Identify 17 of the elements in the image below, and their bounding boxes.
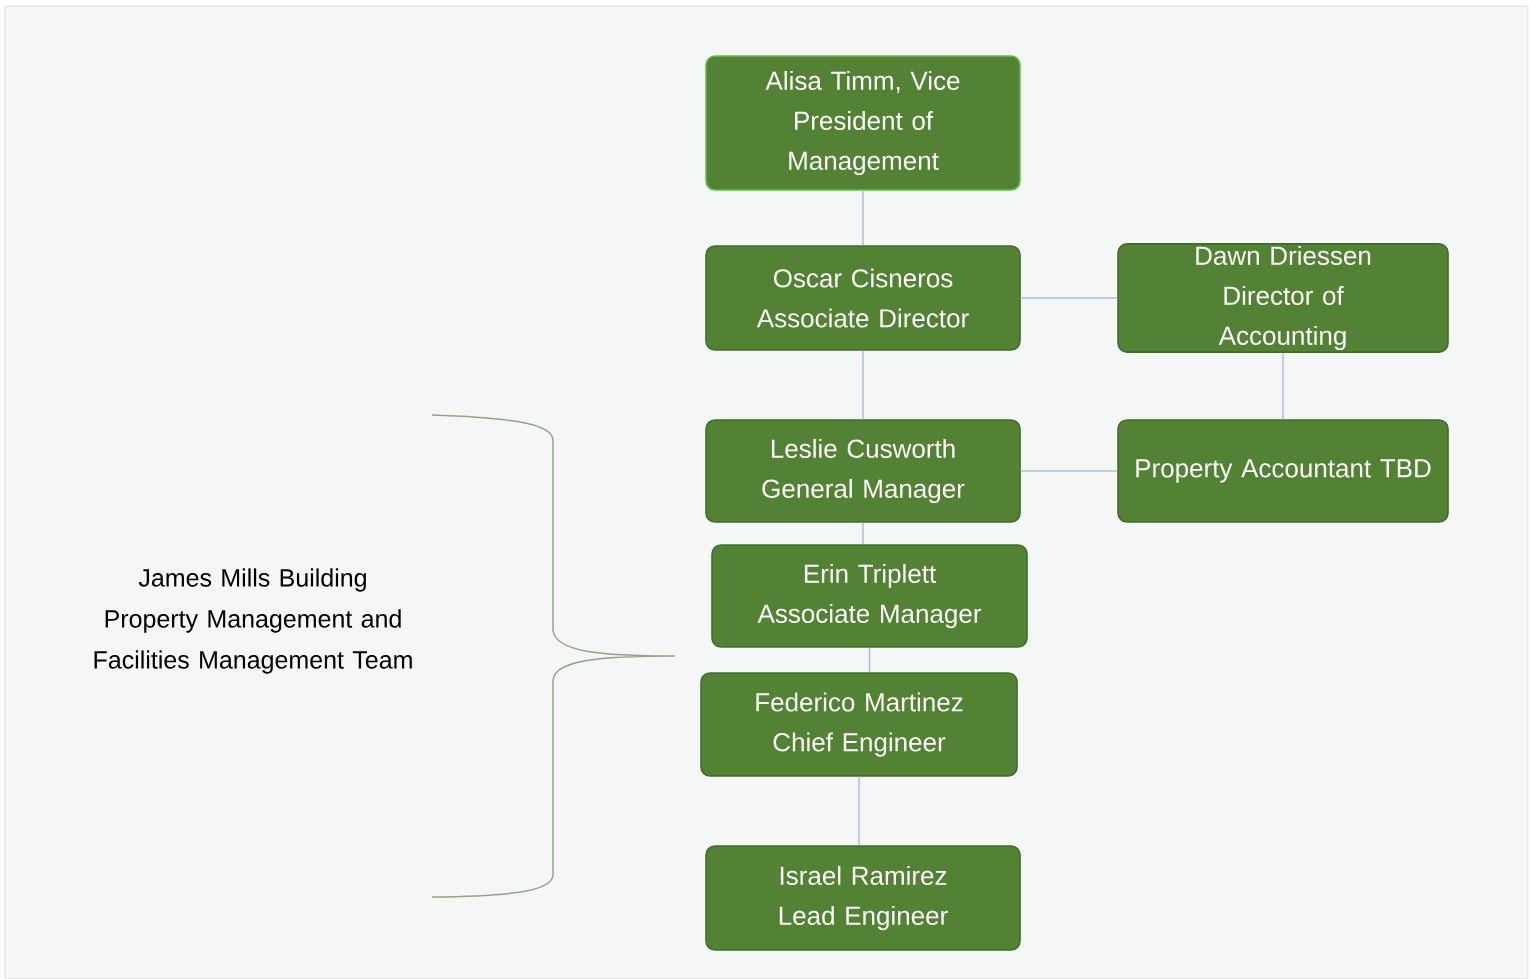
connector-line [862, 522, 864, 545]
connector-line [868, 647, 871, 673]
org-box: Federico Martinez Chief Engineer [700, 672, 1018, 777]
team-label: James Mills Building Property Management and Facilities Management Team [94, 568, 412, 674]
org-box: Leslie Cusworth General Manager [705, 419, 1021, 523]
connector-line [858, 776, 860, 846]
org-box: Dawn Driessen Director of Accounting [1117, 243, 1449, 353]
connector-line [862, 350, 864, 420]
connector-line [1020, 297, 1118, 299]
connector-line [1282, 352, 1284, 420]
connector-line [1020, 470, 1118, 472]
org-box: Alisa Timm, Vice President of Management [705, 55, 1021, 191]
org-box: Erin Triplett Associate Manager [711, 544, 1028, 648]
org-box: Property Accountant TBD [1117, 419, 1449, 523]
org-box: Oscar Cisneros Associate Director [705, 245, 1021, 351]
connector-line [862, 190, 864, 246]
org-box: Israel Ramirez Lead Engineer [705, 845, 1021, 951]
